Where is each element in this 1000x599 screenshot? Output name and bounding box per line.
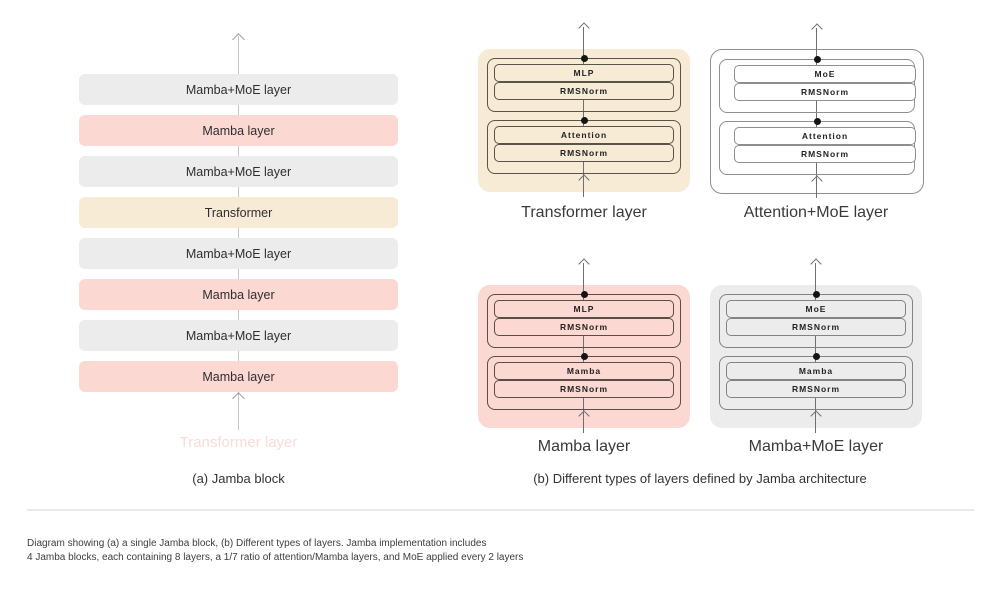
stack-layer-mamba-moe: Mamba+MoE layer (79, 74, 398, 105)
output-line (816, 28, 817, 50)
residual-junction-dot (580, 117, 588, 124)
attention-box: Attention (494, 126, 674, 144)
residual-group: MoE RMSNorm (719, 291, 913, 348)
rmsnorm-box: RMSNorm (494, 144, 674, 162)
rmsnorm-box: RMSNorm (494, 380, 674, 398)
caption-jamba-block: (a) Jamba block (192, 471, 285, 486)
footer-description: Diagram showing (a) a single Jamba block… (27, 537, 523, 565)
arrow-up-icon (578, 258, 590, 270)
output-line (583, 27, 584, 49)
residual-group: Mamba RMSNorm (487, 353, 681, 410)
mlp-box: MLP (494, 300, 674, 318)
label-transformer-layer: Transformer layer (521, 204, 647, 221)
residual-junction-dot (812, 353, 820, 360)
stack-layer-mamba: Mamba layer (79, 361, 398, 392)
diagram-attention-moe-layer: MoE RMSNorm Attention RMSNorm (710, 23, 924, 198)
residual-group: MoE RMSNorm (719, 56, 916, 113)
arrow-up-icon (578, 22, 590, 34)
residual-group: MLP RMSNorm (487, 55, 681, 112)
footer-line-1: Diagram showing (a) a single Jamba block… (27, 538, 487, 549)
residual-junction-dot (580, 291, 588, 298)
residual-group: Mamba RMSNorm (719, 353, 913, 410)
arrow-up-icon (578, 410, 590, 422)
residual-group: MLP RMSNorm (487, 291, 681, 348)
residual-junction-dot (813, 56, 821, 63)
rmsnorm-box: RMSNorm (726, 380, 906, 398)
rmsnorm-box: RMSNorm (734, 145, 916, 163)
residual-junction-dot (580, 55, 588, 62)
output-line (815, 263, 816, 285)
moe-box: MoE (734, 65, 916, 83)
residual-group: Attention RMSNorm (719, 118, 916, 175)
rmsnorm-box: RMSNorm (734, 83, 916, 101)
stack-layer-mamba-moe: Mamba+MoE layer (79, 238, 398, 269)
stack-layer-mamba-moe: Mamba+MoE layer (79, 156, 398, 187)
residual-junction-dot (813, 118, 821, 125)
rmsnorm-box: RMSNorm (726, 318, 906, 336)
label-attention-moe-layer: Attention+MoE layer (743, 204, 889, 221)
mlp-box: MLP (494, 64, 674, 82)
arrow-up-icon (811, 23, 823, 35)
diagram-transformer-layer: MLP RMSNorm Attention RMSNorm (478, 22, 690, 197)
stack-layer-mamba-moe: Mamba+MoE layer (79, 320, 398, 351)
arrow-up-icon (811, 175, 823, 187)
footer-line-2: 4 Jamba blocks, each containing 8 layers… (27, 552, 524, 563)
attention-box: Attention (734, 127, 916, 145)
label-mamba-moe-layer: Mamba+MoE layer (748, 438, 884, 455)
diagram-mamba-layer: MLP RMSNorm Mamba RMSNorm (478, 258, 690, 433)
rmsnorm-box: RMSNorm (494, 318, 674, 336)
arrow-up-icon (232, 392, 245, 405)
stack-flow-line (238, 36, 239, 430)
arrow-up-icon (810, 258, 822, 270)
stack-layer-mamba: Mamba layer (79, 115, 398, 146)
residual-junction-dot (580, 353, 588, 360)
diagram-mamba-moe-layer: MoE RMSNorm Mamba RMSNorm (710, 258, 922, 433)
arrow-up-icon (232, 33, 245, 46)
caption-layer-types: (b) Different types of layers defined by… (533, 471, 867, 486)
stack-layer-mamba: Mamba layer (79, 279, 398, 310)
residual-junction-dot (812, 291, 820, 298)
arrow-up-icon (578, 174, 590, 186)
mamba-box: Mamba (494, 362, 674, 380)
rmsnorm-box: RMSNorm (494, 82, 674, 100)
footer-divider (27, 509, 974, 511)
output-line (583, 263, 584, 285)
mamba-box: Mamba (726, 362, 906, 380)
label-mamba-layer: Mamba layer (537, 438, 631, 455)
residual-group: Attention RMSNorm (487, 117, 681, 174)
stack-layer-transformer: Transformer (79, 197, 398, 228)
ghost-transformer-label: Transformer layer (179, 434, 298, 451)
moe-box: MoE (726, 300, 906, 318)
arrow-up-icon (810, 410, 822, 422)
